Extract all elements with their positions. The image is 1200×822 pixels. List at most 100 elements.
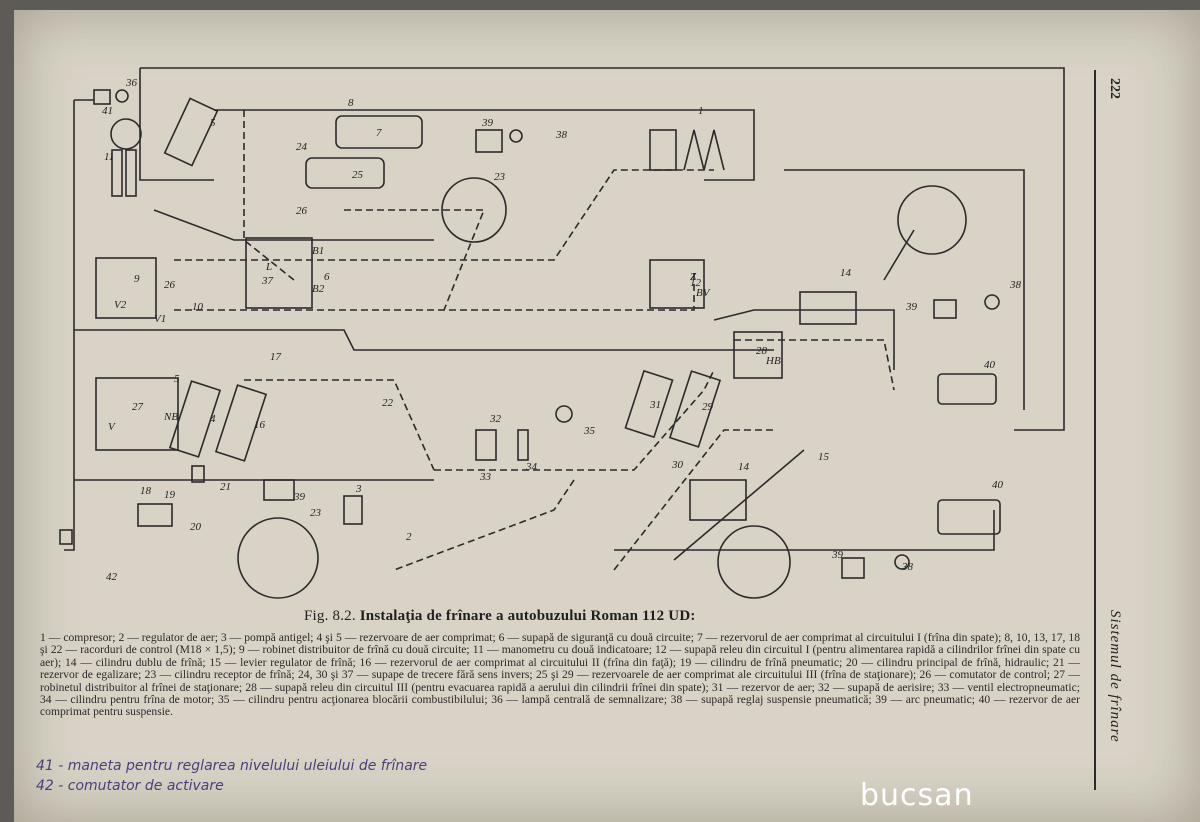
spring-symbol <box>683 129 725 171</box>
component-label: 38 <box>555 129 568 141</box>
component-label: V1 <box>154 313 166 325</box>
component-label: 34 <box>525 461 538 473</box>
tank-31 <box>624 369 674 439</box>
pipe-line-dashed <box>243 110 295 281</box>
cylinder-14 <box>799 291 857 325</box>
component-box <box>111 149 123 197</box>
tank-40b <box>937 499 1001 535</box>
brake-drum-lower-left <box>237 517 319 599</box>
lever-15 <box>673 449 805 561</box>
component-label: 28 <box>756 345 768 357</box>
compressor-1 <box>649 129 677 171</box>
page-number: 222 <box>1107 78 1122 99</box>
brake-drum-23 <box>441 177 507 243</box>
valve-symbol <box>894 554 910 570</box>
component-label: 16 <box>254 419 266 431</box>
component-label: 8 <box>348 97 354 109</box>
pipe-line <box>139 68 214 181</box>
component-label: 26 <box>296 205 308 217</box>
chapter-title: Sistemul de frînare <box>1107 610 1123 743</box>
pipe-line-dashed <box>434 369 715 471</box>
component-label: 39 <box>293 491 306 503</box>
figure-number: Fig. 8.2. <box>304 608 356 624</box>
valve-symbol <box>509 129 523 143</box>
handwritten-notes: 41 - maneta pentru reglarea nivelului ul… <box>36 756 656 796</box>
pipe-line-dashed <box>344 209 486 311</box>
valve-symbol <box>984 294 1000 310</box>
component-label: 18 <box>140 485 152 497</box>
component-label: 9 <box>134 273 140 285</box>
component-label: 38 <box>1009 279 1022 291</box>
component-label: 14 <box>840 267 852 279</box>
component-label: 22 <box>382 397 394 409</box>
component-label: 38 <box>901 561 914 573</box>
component-label: 39 <box>831 549 844 561</box>
component-label: 19 <box>164 489 176 501</box>
brake-drum-right <box>897 185 967 255</box>
component-label: 6 <box>324 271 330 283</box>
component-label: V2 <box>114 299 127 311</box>
component-label: 35 <box>583 425 596 437</box>
brake-drum-lower-right <box>717 525 791 599</box>
component-label: 40 <box>984 359 996 371</box>
component-label: 25 <box>352 169 364 181</box>
component-label: 23 <box>494 171 506 183</box>
pipe-line <box>64 100 75 551</box>
component-box <box>933 299 957 319</box>
component-label: 40 <box>992 479 1004 491</box>
component-label: 29 <box>702 401 714 413</box>
tank-7 <box>335 115 423 149</box>
tank-40 <box>937 373 997 405</box>
reservoir-21 <box>191 465 205 483</box>
tank-16 <box>214 384 268 462</box>
pipe-line <box>614 510 995 551</box>
pipe-line-dashed <box>734 339 895 391</box>
pipe-line <box>214 109 755 181</box>
component-label: 2 <box>406 531 412 543</box>
schematic-drawing: 1234567891011121415161718192021222323242… <box>59 67 1065 599</box>
pipe-line-dashed <box>174 169 714 261</box>
pump-3 <box>343 495 363 525</box>
component-label: 39 <box>905 301 918 313</box>
figure-legend: 1 — compresor; 2 — regulator de aer; 3 —… <box>40 631 1080 719</box>
component-label: BV <box>696 287 711 299</box>
pipe-line <box>784 169 1025 410</box>
relay-valve-12 <box>649 259 705 309</box>
component-label: B2 <box>312 283 325 295</box>
cylinder-19 <box>137 503 173 527</box>
lever-15-right <box>883 229 915 281</box>
component-label: 5 <box>210 117 216 129</box>
component-label: 3 <box>355 483 362 495</box>
component-label: 4 <box>210 413 216 425</box>
component-label: 10 <box>192 301 204 313</box>
component-label: 33 <box>479 471 492 483</box>
tank-4 <box>168 380 222 458</box>
pipe-line <box>74 329 774 351</box>
component-label: 23 <box>310 507 322 519</box>
relay-valve-28 <box>733 331 783 379</box>
component-label: 39 <box>481 117 494 129</box>
component-label: 17 <box>270 351 282 363</box>
component-label: 7 <box>376 127 382 139</box>
tank-25 <box>305 157 385 189</box>
pipe-line-dashed <box>393 479 575 571</box>
component-label: 36 <box>125 77 138 89</box>
component-label: Z <box>690 271 697 283</box>
margin-rule <box>1094 70 1096 790</box>
watermark: bucsan <box>860 778 974 813</box>
component-label: 15 <box>818 451 830 463</box>
component-label: 42 <box>106 571 118 583</box>
pipe-line <box>140 67 1065 431</box>
component-label: HB <box>765 355 781 367</box>
component-label: 12 <box>690 277 702 289</box>
component-label: 1 <box>698 105 704 117</box>
component-box <box>475 129 503 153</box>
component-label: 5 <box>174 373 180 385</box>
component-label: 20 <box>190 521 202 533</box>
component-label: B1 <box>312 245 324 257</box>
figure-title: Instalaţia de frînare a autobuzului Roma… <box>359 608 696 624</box>
tank-29 <box>668 370 722 448</box>
component-label: L <box>265 261 272 273</box>
component-label: 24 <box>296 141 308 153</box>
